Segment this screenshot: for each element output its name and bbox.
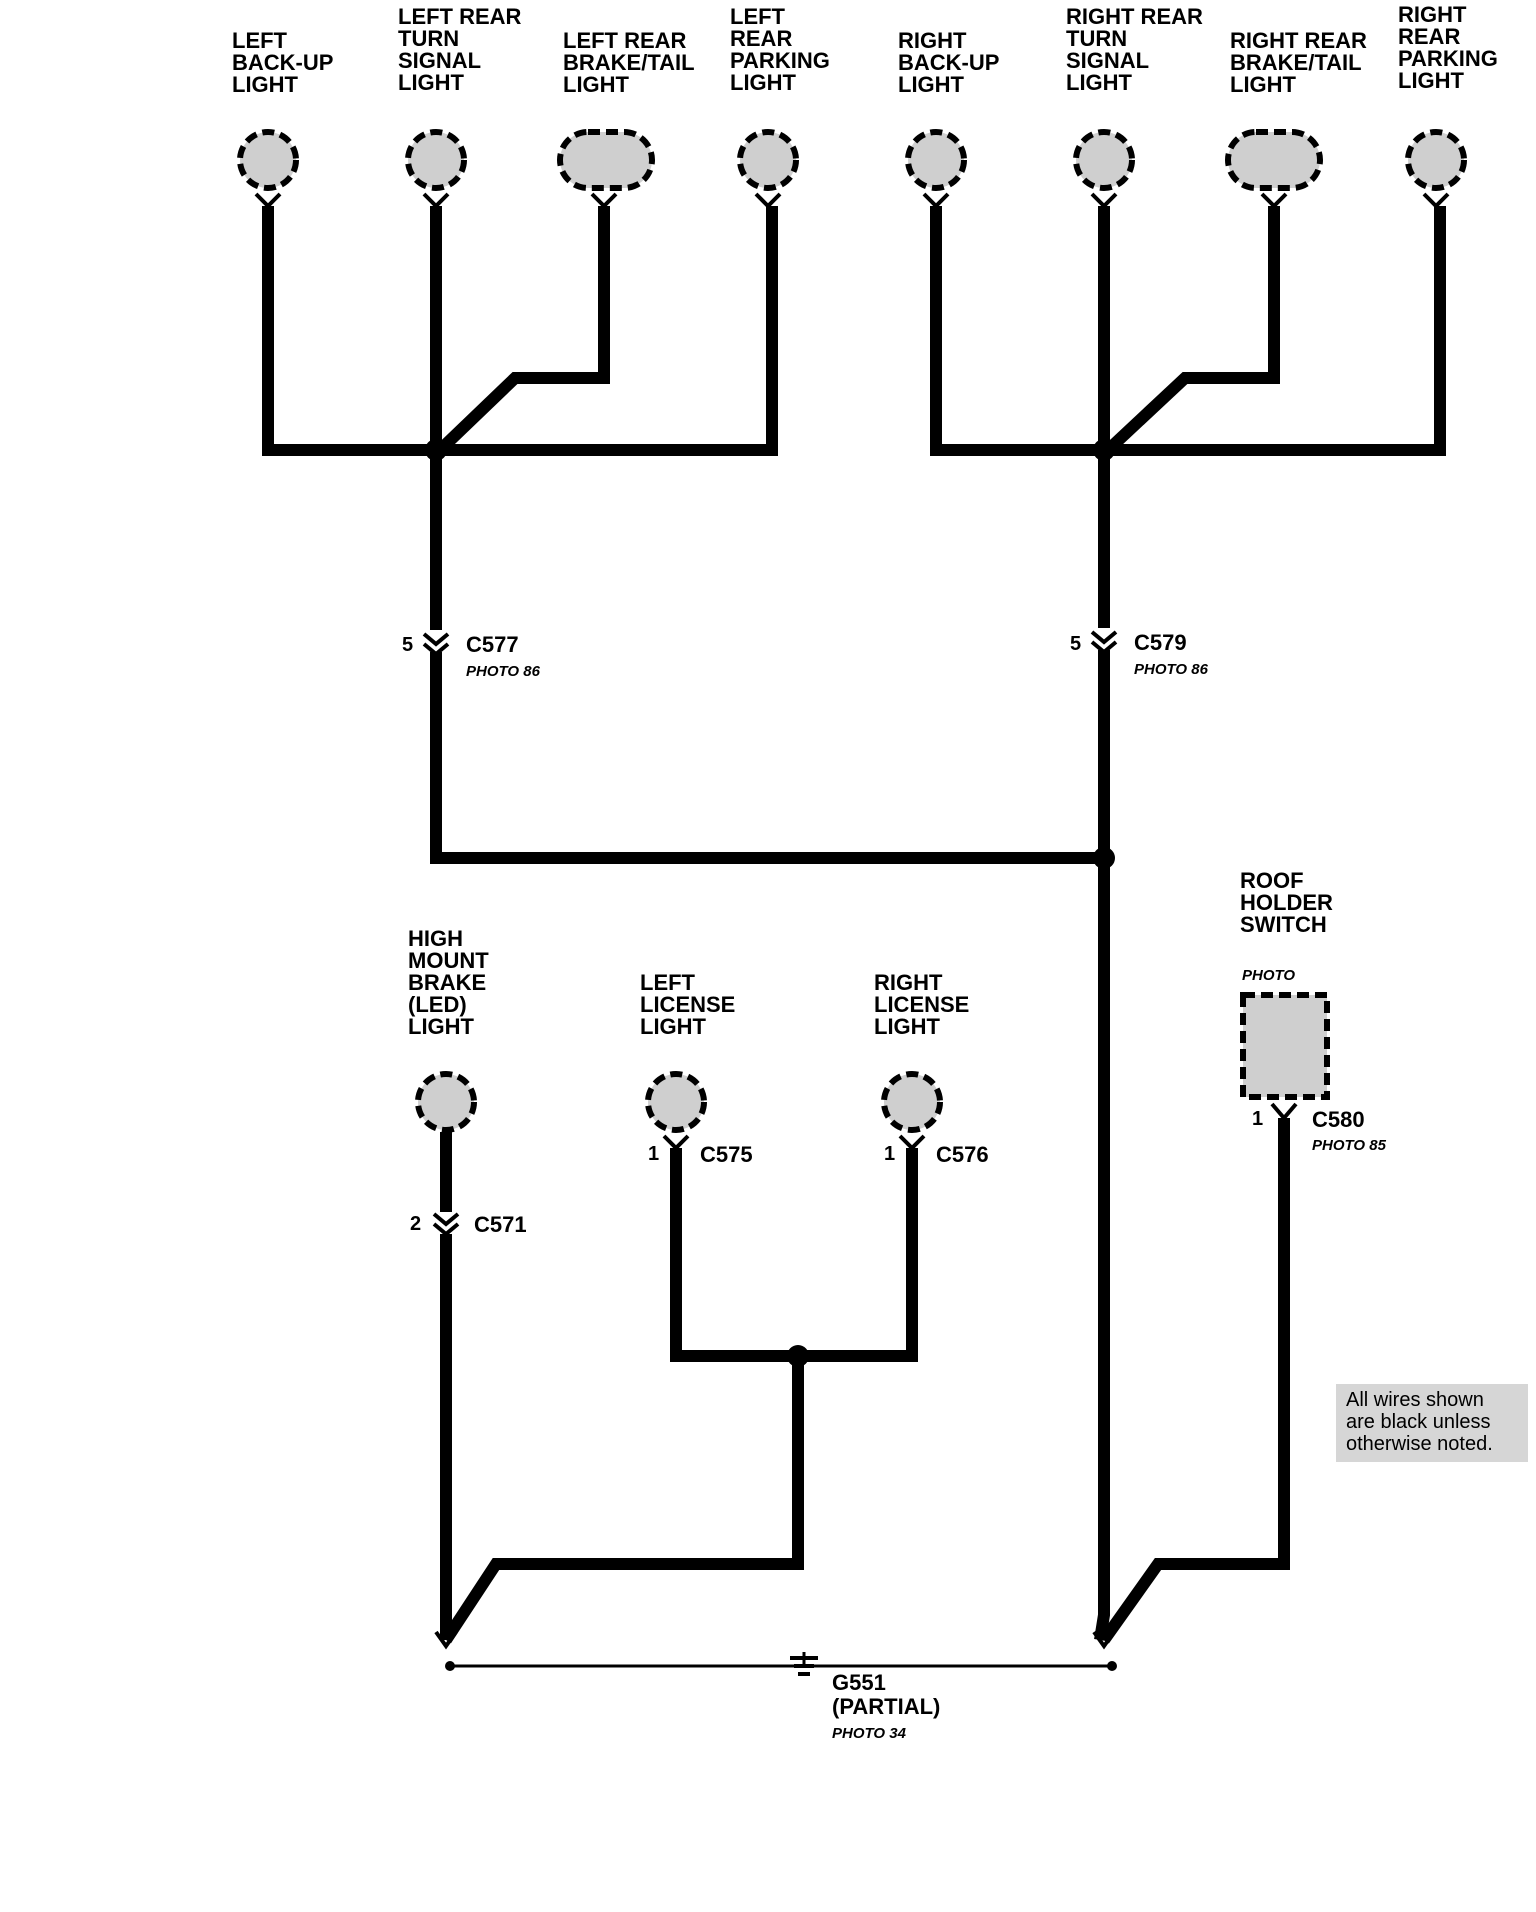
right-license-light-label: RIGHT LICENSE LIGHT [874,970,975,1039]
c579-connector [1090,628,1118,655]
wire-color-note: All wires shown are black unless otherwi… [1346,1389,1496,1455]
c580-connector [1270,1102,1298,1122]
left-license-light-label: LEFT LICENSE LIGHT [640,970,741,1039]
c580-connector-label: C580 [1312,1107,1365,1132]
right-rear-lamp-wiring [930,206,1446,860]
right-splice [1093,439,1115,461]
c577-connector [422,630,450,657]
right-rear-parking-light-label: RIGHT REAR PARKING LIGHT [1398,2,1504,93]
c571-connector-label: C571 [474,1212,527,1237]
c575-pin-number: 1 [648,1143,659,1165]
c575-connector [662,1134,690,1151]
license-splice [787,1345,809,1367]
left-splice [425,439,447,461]
left-rear-lamp-wiring [262,206,778,700]
right-rear-brake-tail-light-bulb [1225,129,1323,191]
roof-holder-switch-photo-ref: PHOTO [1242,967,1295,984]
right-backup-light-label: RIGHT BACK-UP LIGHT [898,28,1005,97]
left-backup-light-bulb [237,129,299,191]
c579-connector-label: C579 [1134,630,1187,655]
right-license-light-bulb [881,1071,943,1133]
roof-switch-ground-wire [1099,1118,1290,1644]
left-license-light-bulb [645,1071,707,1133]
g551-ground-qualifier: (PARTIAL) [832,1694,940,1719]
c577-photo-ref: PHOTO 86 [466,663,541,680]
trunk-splice [1093,847,1115,869]
ground-trunk-wiring [430,652,1110,1641]
left-rear-parking-light-label: LEFT REAR PARKING LIGHT [730,4,836,95]
left-rear-brake-tail-light-bulb [557,129,655,191]
right-rear-brake-tail-light-label: RIGHT REAR BRAKE/TAIL LIGHT [1230,28,1373,97]
left-rear-brake-tail-light-label: LEFT REAR BRAKE/TAIL LIGHT [563,28,700,97]
left-backup-light-label: LEFT BACK-UP LIGHT [232,28,339,97]
left-rear-turn-signal-light-label: LEFT REAR TURN SIGNAL LIGHT [398,4,528,95]
high-mount-brake-light-label: HIGH MOUNT BRAKE (LED) LIGHT [408,926,495,1039]
ground-icon [790,1652,818,1676]
g551-ground-label: G551 [832,1670,886,1695]
wire-color-note-box [1336,1384,1528,1462]
c571-pin-number: 2 [410,1213,421,1235]
c576-connector-label: C576 [936,1142,989,1167]
roof-holder-switch-body [1240,992,1330,1100]
left-rear-turn-signal-light-bulb [405,129,467,191]
right-rear-turn-signal-light-label: RIGHT REAR TURN SIGNAL LIGHT [1066,4,1209,95]
top-bulb-leads [254,192,1450,209]
c580-pin-number: 1 [1252,1108,1263,1130]
c575-connector-label: C575 [700,1142,753,1167]
right-rear-turn-signal-light-bulb [1073,129,1135,191]
right-backup-light-bulb [905,129,967,191]
c576-pin-number: 1 [884,1143,895,1165]
right-rear-parking-light-bulb [1405,129,1467,191]
roof-holder-switch-label: ROOF HOLDER SWITCH [1240,868,1339,937]
high-mount-brake-light-bulb [415,1071,477,1133]
left-rear-parking-light-bulb [737,129,799,191]
ground-bus [434,1630,1117,1671]
c579-photo-ref: PHOTO 86 [1134,661,1209,678]
c576-connector [898,1134,926,1151]
c580-photo-ref: PHOTO 85 [1312,1137,1387,1154]
c571-connector [432,1212,460,1237]
c577-connector-label: C577 [466,632,519,657]
g551-photo-ref: PHOTO 34 [832,1725,907,1742]
c577-pin-number: 5 [402,634,413,656]
c579-pin-number: 5 [1070,633,1081,655]
